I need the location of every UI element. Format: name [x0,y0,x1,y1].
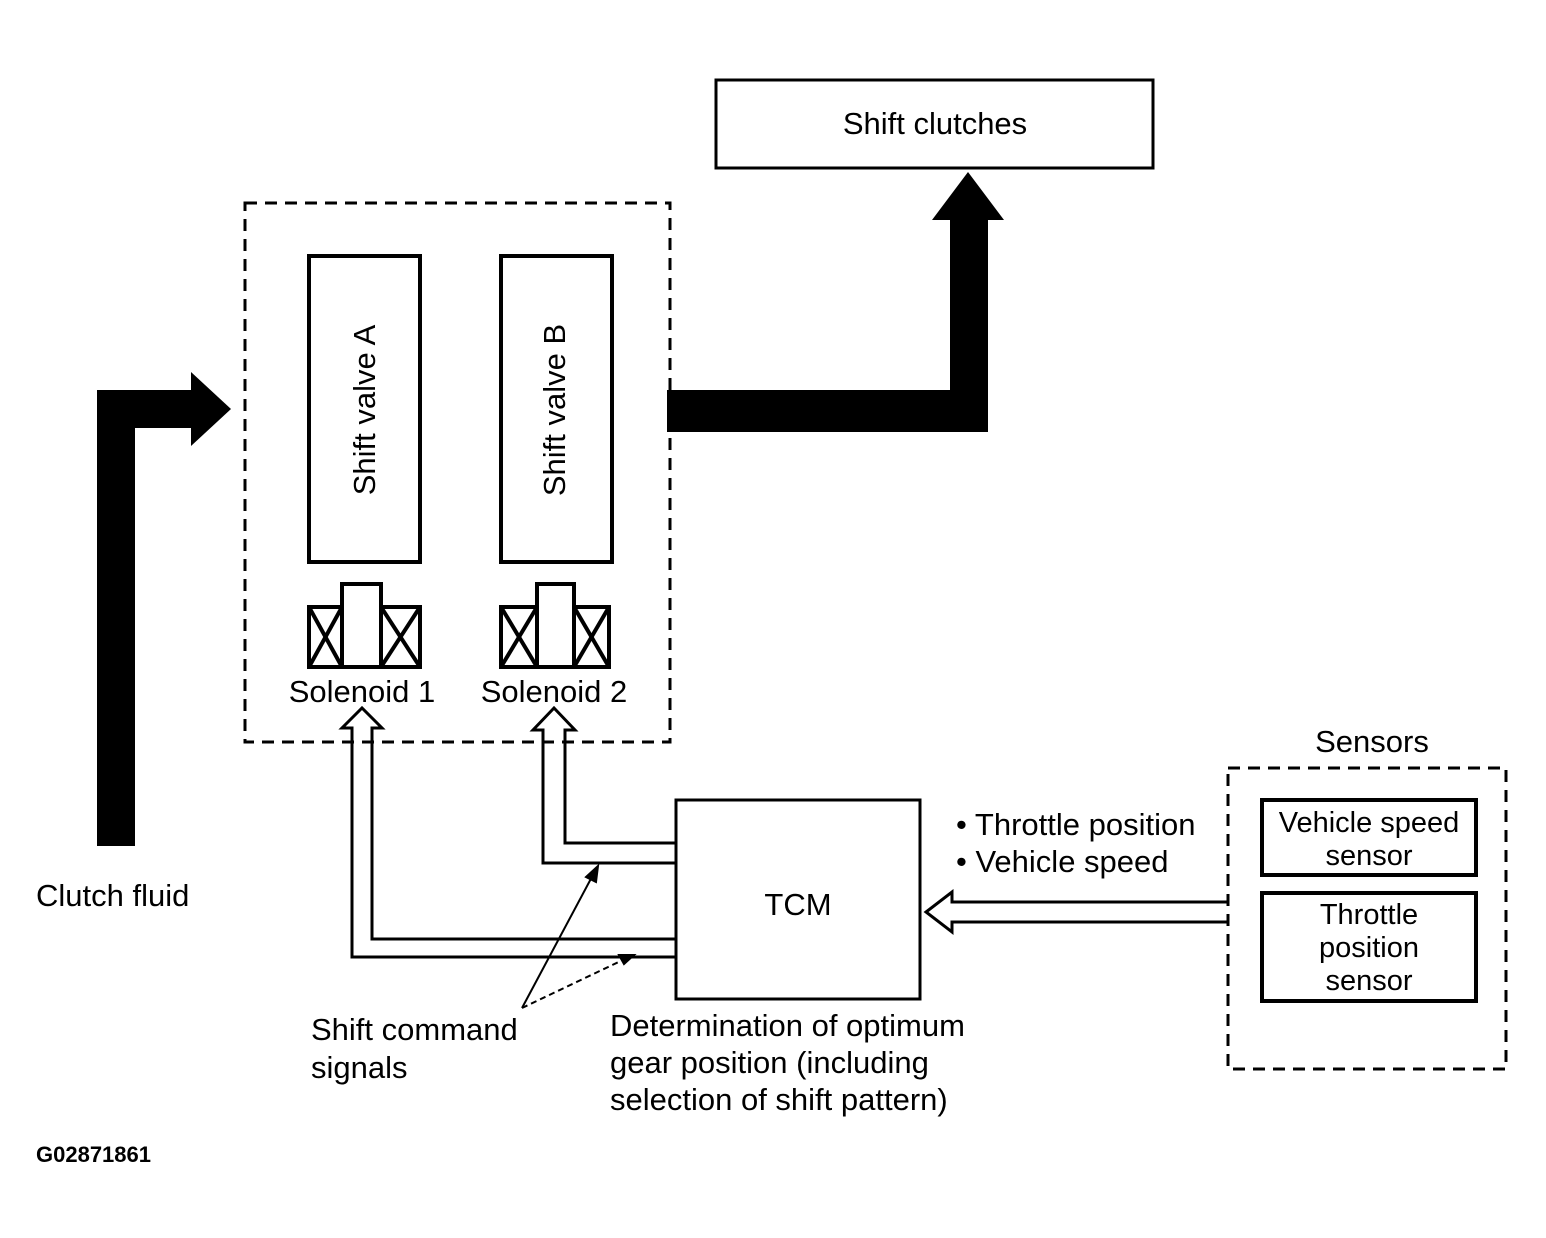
vehicle-speed-sensor-line-2: sensor [1325,840,1412,872]
tcm-label: TCM [764,887,831,922]
output-fluid-arrow [667,172,1004,432]
shift-clutches-label: Shift clutches [843,106,1027,141]
solenoid-1-label: Solenoid 1 [289,674,436,709]
determination-line-2: gear position (including [610,1045,929,1080]
tcm-box: TCM [674,798,922,1001]
shift-valve-a: Shift valve A [307,254,422,564]
vehicle-speed-sensor-line-1: Vehicle speed [1279,807,1460,839]
signal-arrow-solenoid-1 [338,705,676,959]
clutch-fluid-arrow [97,372,231,846]
clutch-fluid-label: Clutch fluid [36,878,189,913]
determination-line-3: selection of shift pattern) [610,1082,948,1117]
signal-arrow-solenoid-2 [529,705,676,865]
sensors-dashed-box [1226,766,1508,1071]
throttle-position-sensor-box: Throttle position sensor [1260,891,1478,1003]
vehicle-speed-sensor-box: Vehicle speed sensor [1260,798,1478,877]
shift-command-signals-line-1: Shift command [311,1012,518,1047]
solenoid-2-symbol [499,582,611,669]
shift-clutches-box: Shift clutches [714,78,1155,170]
sensor-input-arrow [923,888,1228,936]
figure-code: G02871861 [36,1142,151,1167]
shift-command-callout-lines [521,863,637,1009]
input-vehicle-speed: • Vehicle speed [956,844,1169,879]
sensors-group-label: Sensors [1315,724,1429,759]
shift-valve-a-label: Shift valve A [347,324,382,495]
shift-command-signals-line-2: signals [311,1050,408,1085]
input-throttle-position: • Throttle position [956,807,1195,842]
solenoid-2-label: Solenoid 2 [481,674,628,709]
shift-valve-b-label: Shift valve B [537,324,572,496]
shift-valve-b: Shift valve B [499,254,614,564]
solenoid-1-symbol [307,582,422,669]
throttle-position-sensor-line-2: position [1319,932,1419,964]
determination-line-1: Determination of optimum [610,1008,965,1043]
throttle-position-sensor-line-3: sensor [1325,965,1412,997]
throttle-position-sensor-line-1: Throttle [1320,899,1418,931]
